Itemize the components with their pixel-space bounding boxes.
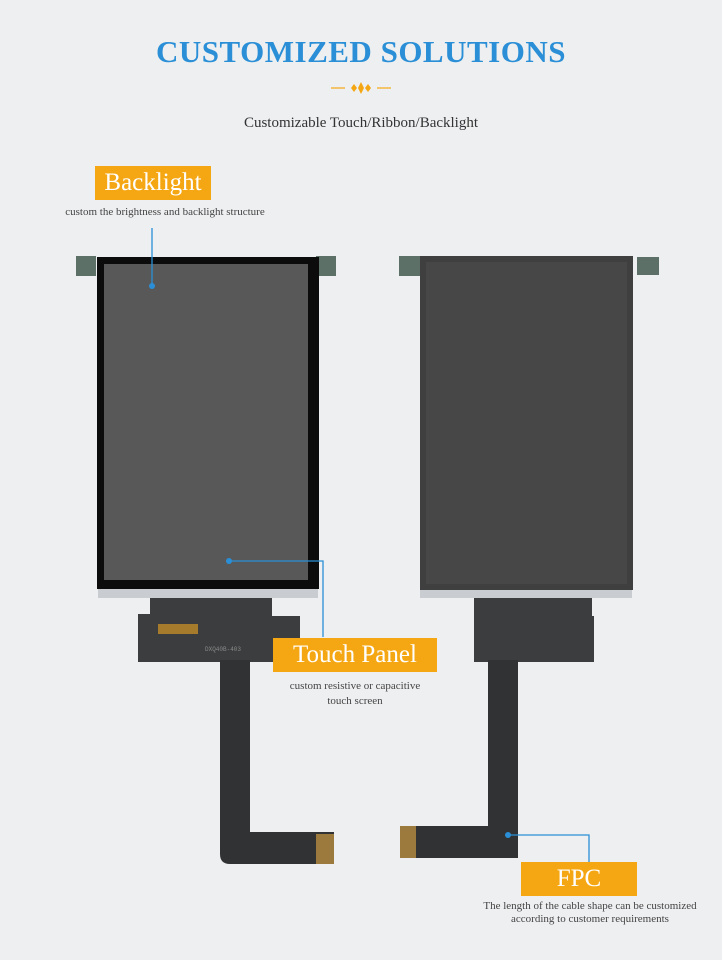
diamond-ornament [331, 82, 391, 94]
right-tab-left [399, 256, 420, 276]
left-fpc-contacts [316, 834, 334, 864]
fpc-tag: FPC [521, 862, 637, 896]
backlight-leader-dot [149, 283, 155, 289]
fpc-caption-line1: The length of the cable shape can be cus… [483, 900, 697, 912]
left-tab-left [76, 256, 96, 276]
right-display-module [399, 256, 659, 858]
left-tab-right [316, 256, 336, 276]
page-title: CUSTOMIZED SOLUTIONS [156, 34, 566, 69]
backlight-tag: Backlight [95, 166, 211, 200]
touch-panel-leader [229, 560, 324, 637]
fpc-leader-dot [505, 832, 511, 838]
right-fpc-contacts [400, 826, 416, 858]
right-tab-right [637, 257, 659, 275]
left-fpc-cable [220, 660, 334, 864]
left-fpc-base [138, 598, 300, 662]
left-active-area [104, 264, 308, 580]
left-display-module [76, 256, 336, 864]
fpc-leader [508, 834, 590, 864]
touch-panel-leader-dot [226, 558, 232, 564]
left-fpc-components [158, 624, 198, 634]
backlight-caption: custom the brightness and backlight stru… [65, 206, 265, 218]
touch-panel-tag: Touch Panel [273, 638, 437, 672]
right-fpc-cable [400, 660, 518, 858]
right-fpc-base [474, 598, 594, 662]
touch-panel-caption-line1: custom resistive or capacitive [289, 680, 421, 692]
touch-panel-caption-line2: touch screen [327, 695, 383, 707]
fpc-caption-line2: according to customer requirements [511, 913, 669, 925]
right-backlight-area [426, 262, 627, 584]
fpc-marking: DXQ40B-403 [205, 646, 241, 653]
page-subtitle: Customizable Touch/Ribbon/Backlight [243, 115, 479, 131]
